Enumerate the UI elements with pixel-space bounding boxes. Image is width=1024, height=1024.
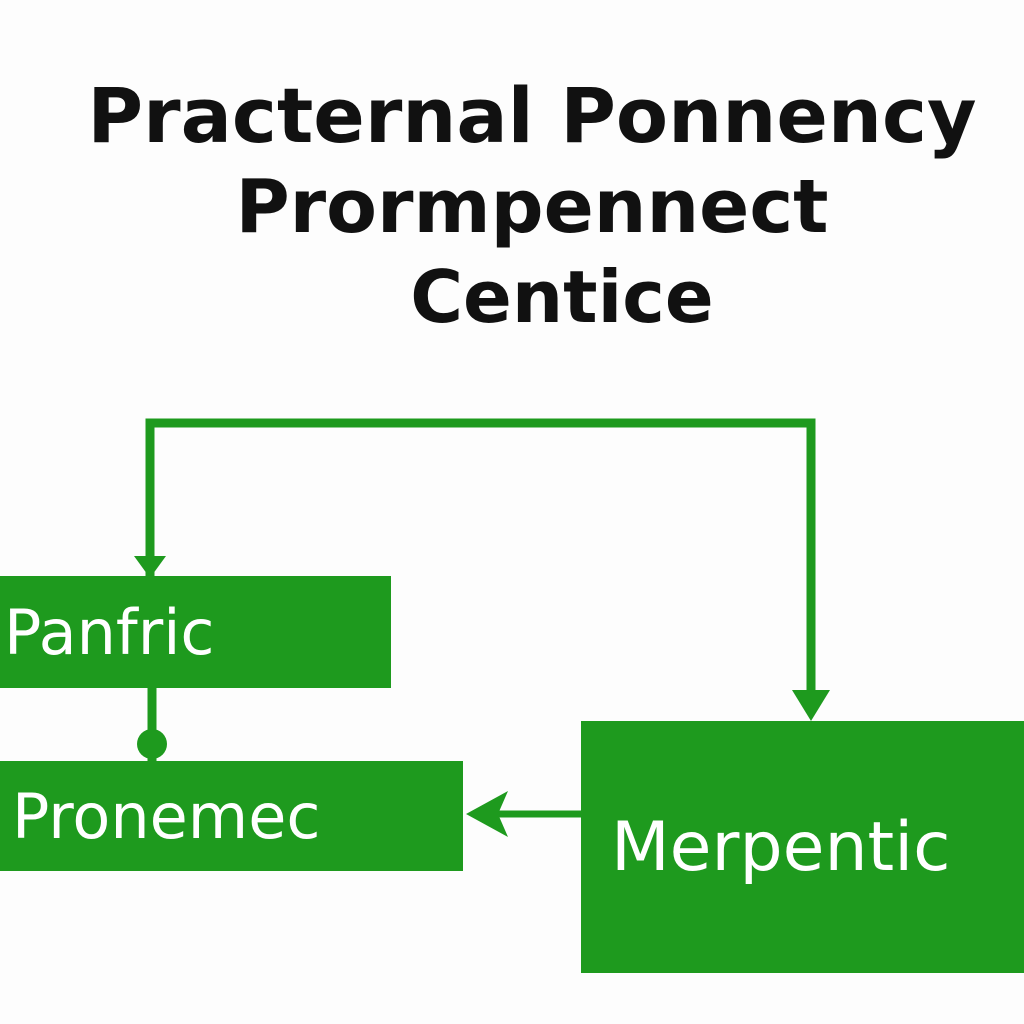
arrowhead-into-pronemec	[466, 791, 508, 837]
connector-dot-pronemec	[137, 729, 167, 759]
arrowhead-into-merpentic	[792, 690, 830, 721]
node-merpentic: Merpentic	[581, 721, 1024, 973]
node-panfric: Panfric	[0, 576, 391, 688]
node-pronemec: Pronemec	[0, 761, 463, 871]
title-line-1: Practernal Ponnency	[87, 71, 977, 160]
diagram-title: Practernal Ponnency Prormpennect Centice	[0, 70, 1024, 340]
node-pronemec-label: Pronemec	[12, 779, 321, 853]
node-merpentic-label: Merpentic	[611, 807, 951, 887]
arrowhead-into-panfric	[134, 556, 166, 578]
title-line-3: Centice	[410, 254, 714, 339]
title-line-2: Prormpennect	[235, 164, 829, 251]
connector-top-loop	[145, 418, 816, 710]
node-panfric-label: Panfric	[4, 595, 215, 669]
